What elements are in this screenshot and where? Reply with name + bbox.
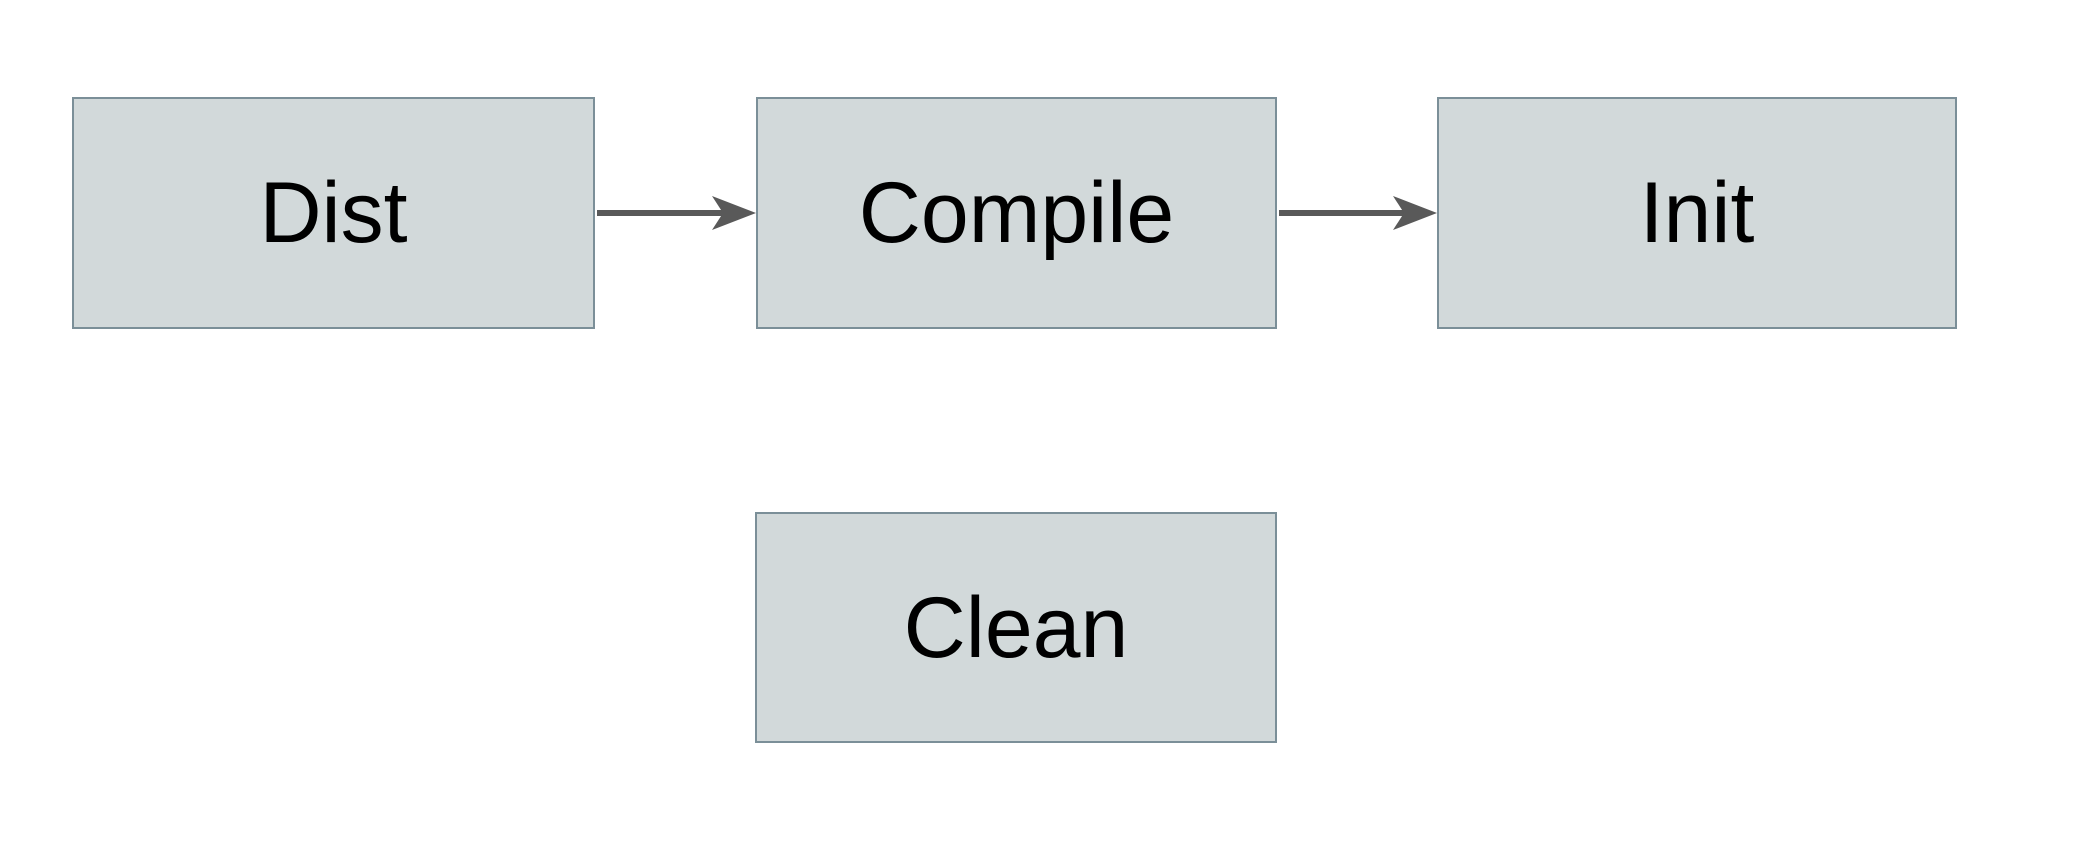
node-dist-label: Dist (259, 165, 408, 261)
node-init-label: Init (1639, 165, 1755, 261)
node-clean[interactable]: Clean (755, 512, 1277, 743)
arrow-compile-to-init-head (1393, 196, 1437, 230)
arrow-dist-to-compile (597, 196, 756, 230)
node-clean-label: Clean (903, 579, 1129, 676)
node-compile-label: Compile (858, 165, 1175, 261)
node-compile[interactable]: Compile (756, 97, 1277, 329)
arrow-dist-to-compile-head (712, 196, 756, 230)
node-init[interactable]: Init (1437, 97, 1957, 329)
node-dist[interactable]: Dist (72, 97, 595, 329)
arrow-compile-to-init (1279, 196, 1437, 230)
